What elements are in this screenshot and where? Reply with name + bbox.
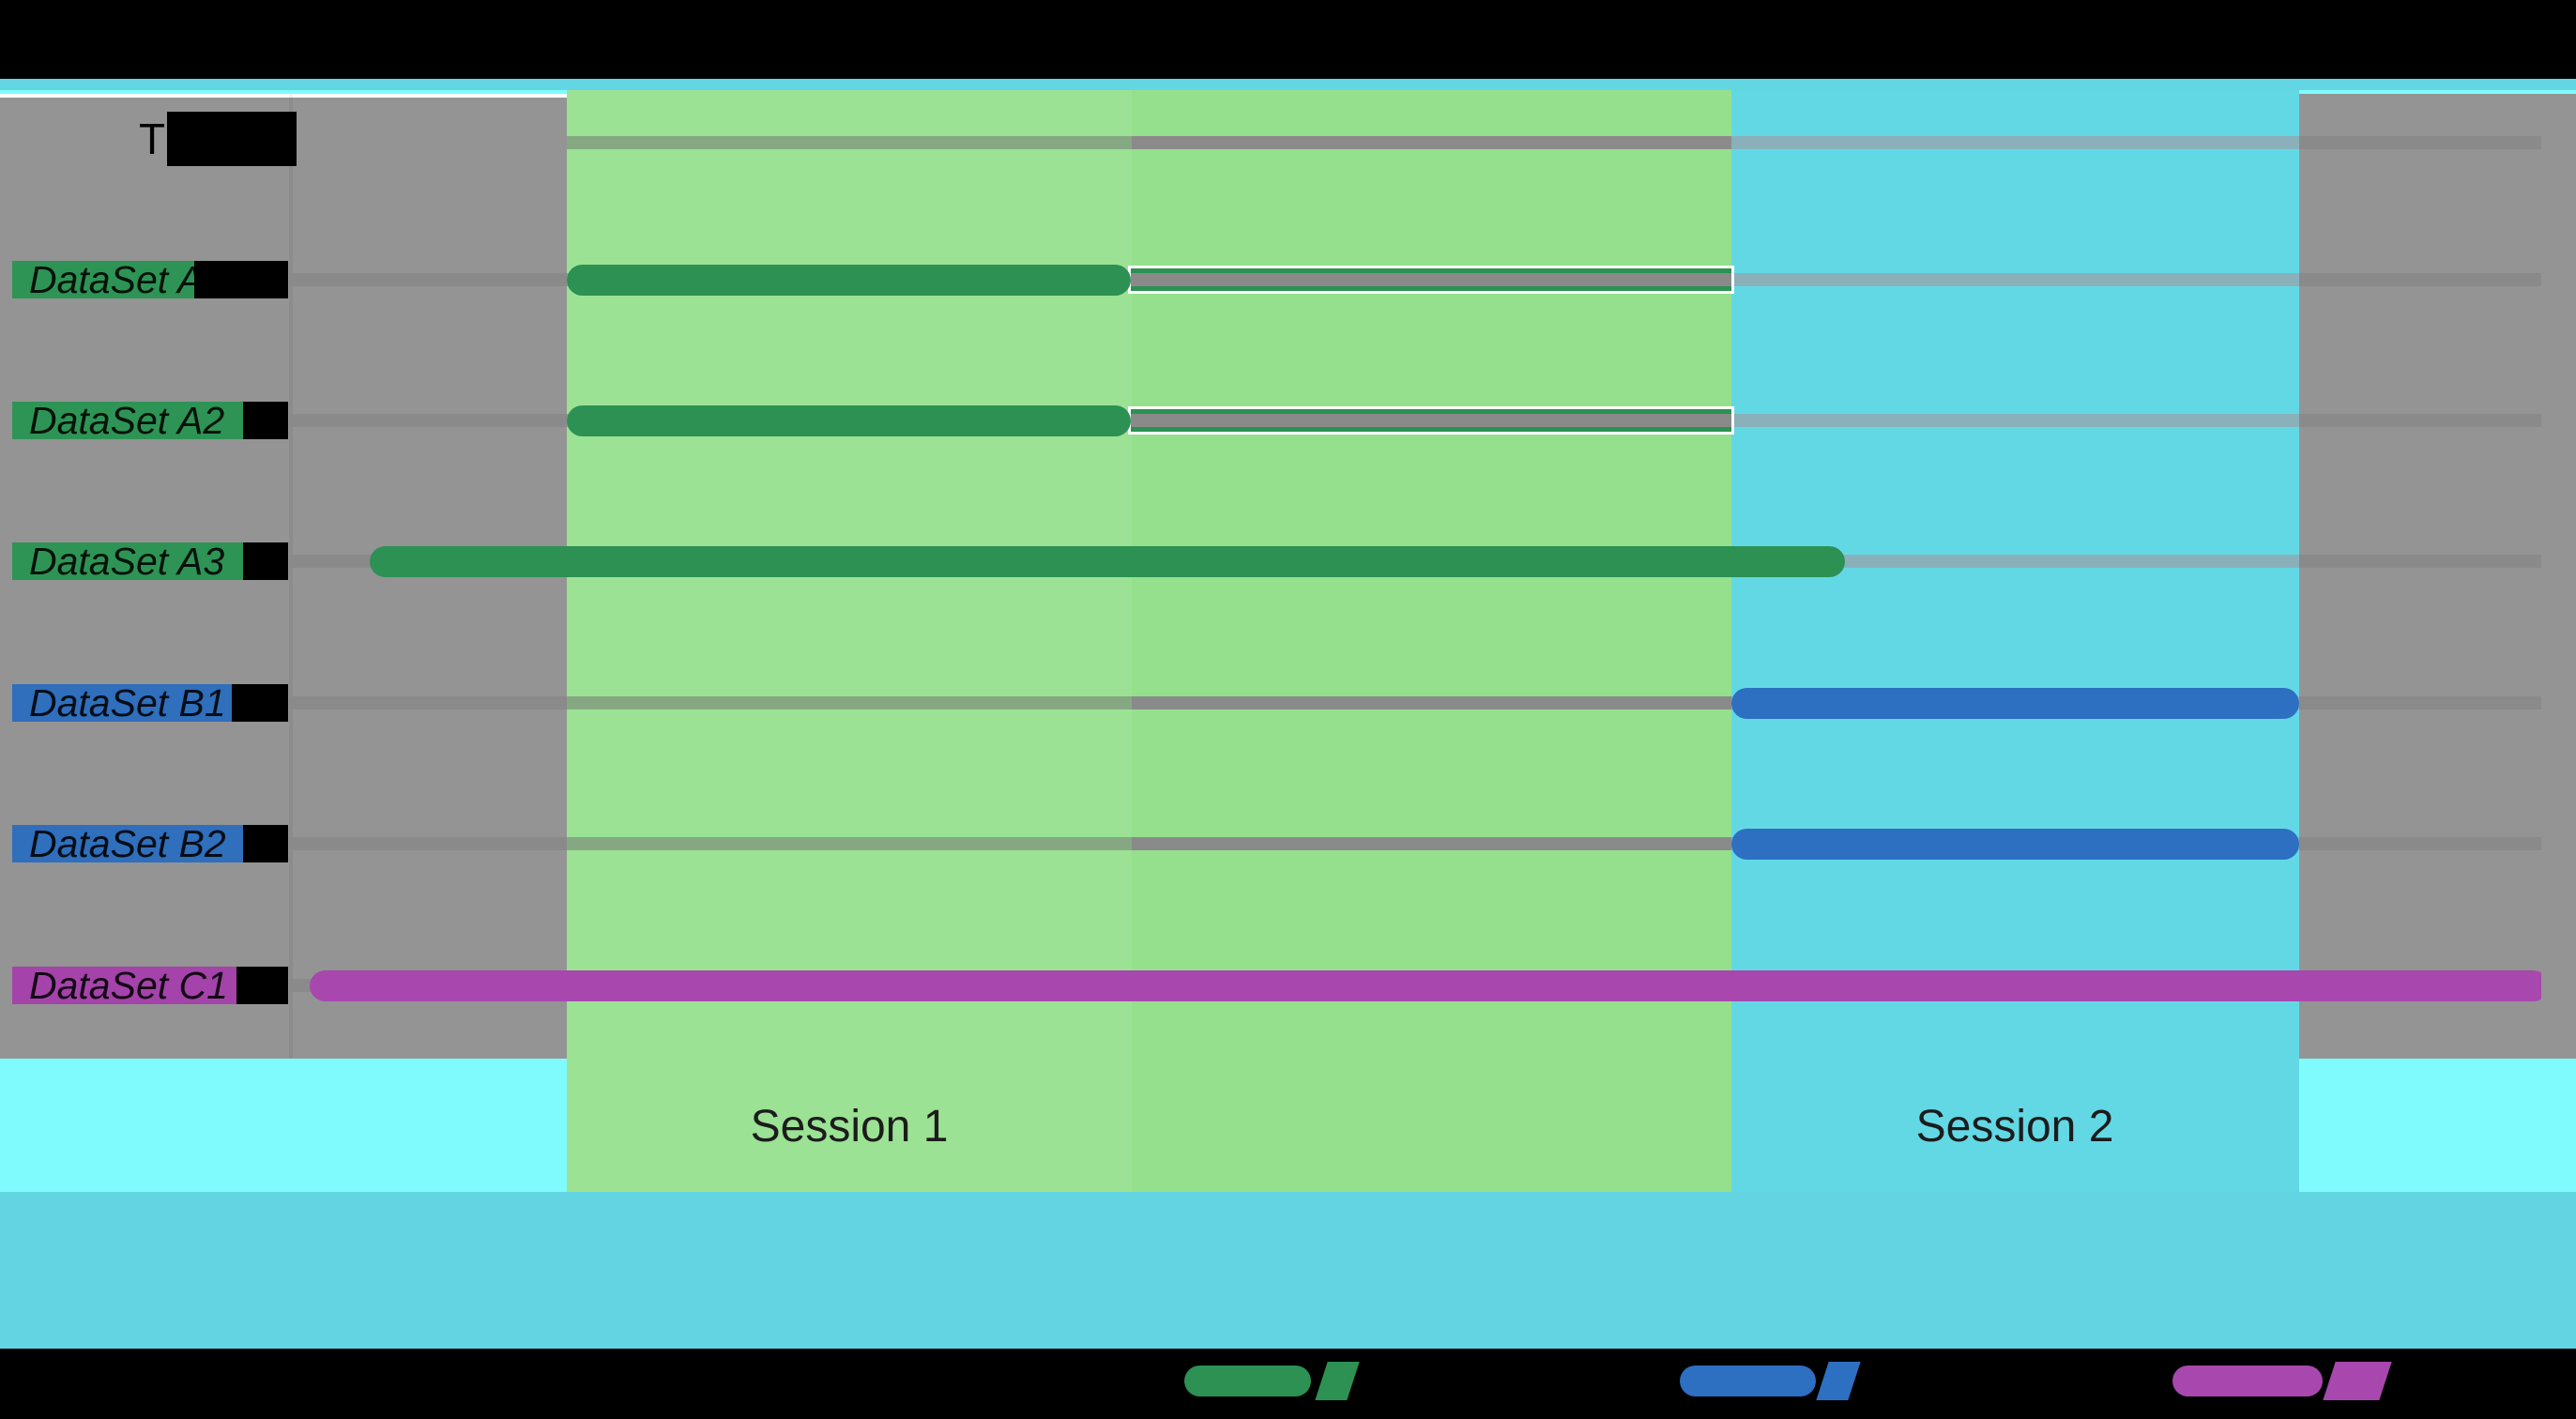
gridline-segment	[1731, 555, 2299, 568]
row-label-dataset-a2: DataSet A2	[12, 402, 288, 439]
row-label-text: DataSet C1	[29, 967, 228, 1004]
task-bar-dataset-a3	[370, 546, 1845, 577]
legend-key-blue-pill	[1680, 1366, 1816, 1396]
task-bar-dataset-a2	[567, 405, 1131, 436]
task-bar-dataset-c1	[310, 970, 2549, 1001]
legend-key-green-pill	[1184, 1366, 1311, 1396]
plot-top-border-line	[0, 94, 567, 98]
row-label-dataset-b1: DataSet B1	[12, 684, 288, 722]
time-axis-label: T	[139, 105, 297, 173]
session1-first-half-highlight	[567, 90, 1132, 1192]
gridline-segment	[2299, 696, 2541, 710]
gridline-segment	[2299, 273, 2541, 286]
gridline-segment	[1132, 136, 1731, 149]
gridline-segment	[2299, 837, 2541, 850]
gridline-segment	[289, 696, 567, 710]
task-bar-dataset-a1	[567, 265, 1131, 296]
row-label-text: DataSet A3	[29, 542, 225, 580]
time-label-redaction-box	[167, 112, 297, 166]
gridline-segment	[289, 414, 567, 427]
gridline-segment	[1731, 414, 2299, 427]
row-label-dataset-b2: DataSet B2	[12, 825, 288, 862]
session2-span-region	[1731, 90, 2299, 1192]
gridline-segment	[1731, 273, 2299, 286]
session1-label: Session 1	[750, 1102, 949, 1152]
y-axis-line	[289, 94, 293, 1059]
row-label-text: DataSet B2	[29, 825, 226, 862]
legend-label-slash-magenta	[2323, 1362, 2392, 1400]
bottom-cyan-band	[0, 1192, 2576, 1349]
gridline-segment	[1132, 696, 1731, 710]
row-label-text: DataSet B1	[29, 684, 226, 722]
task-track-gray-core	[1131, 273, 1731, 286]
figure-canvas: T DataSet A1 DataSet A2 DataSet A3 DataS…	[0, 79, 2576, 1349]
gridline-segment	[567, 837, 1132, 850]
label-redaction-box	[243, 825, 288, 862]
right-margin-gray-column	[2541, 94, 2576, 1059]
gridline-segment	[567, 696, 1132, 710]
label-redaction-box	[243, 402, 288, 439]
label-redaction-box	[236, 967, 288, 1004]
time-axis-label-text: T	[139, 114, 166, 163]
legend-key-magenta-pill	[2172, 1366, 2323, 1396]
label-redaction-box	[232, 684, 288, 722]
task-track-gray-core	[1131, 414, 1731, 427]
task-bar-dataset-b1	[1731, 688, 2299, 719]
gridline-segment	[2299, 136, 2541, 149]
row-label-dataset-a3: DataSet A3	[12, 542, 288, 580]
task-bar-dataset-b2	[1731, 829, 2299, 860]
label-redaction-box	[243, 542, 288, 580]
task-track-line	[1131, 268, 1731, 291]
gridline-segment	[289, 273, 567, 286]
gridline-segment	[567, 136, 1132, 149]
gridline-segment	[1132, 837, 1731, 850]
task-track-line	[1131, 409, 1731, 432]
row-label-text: DataSet A2	[29, 402, 225, 439]
gridline-segment	[1731, 136, 2299, 149]
label-redaction-box	[194, 261, 288, 298]
top-cyan-strip	[0, 79, 2576, 90]
gridline-segment	[289, 837, 567, 850]
gridline-segment	[2299, 414, 2541, 427]
row-label-text: DataSet A1	[29, 261, 225, 298]
row-label-dataset-c1: DataSet C1	[12, 967, 288, 1004]
row-label-dataset-a1: DataSet A1	[12, 261, 288, 298]
gridline-segment	[2299, 555, 2541, 568]
legend-label-slash-blue	[1816, 1362, 1861, 1400]
session2-label: Session 2	[1915, 1102, 2114, 1152]
legend-label-slash-green	[1315, 1362, 1360, 1400]
